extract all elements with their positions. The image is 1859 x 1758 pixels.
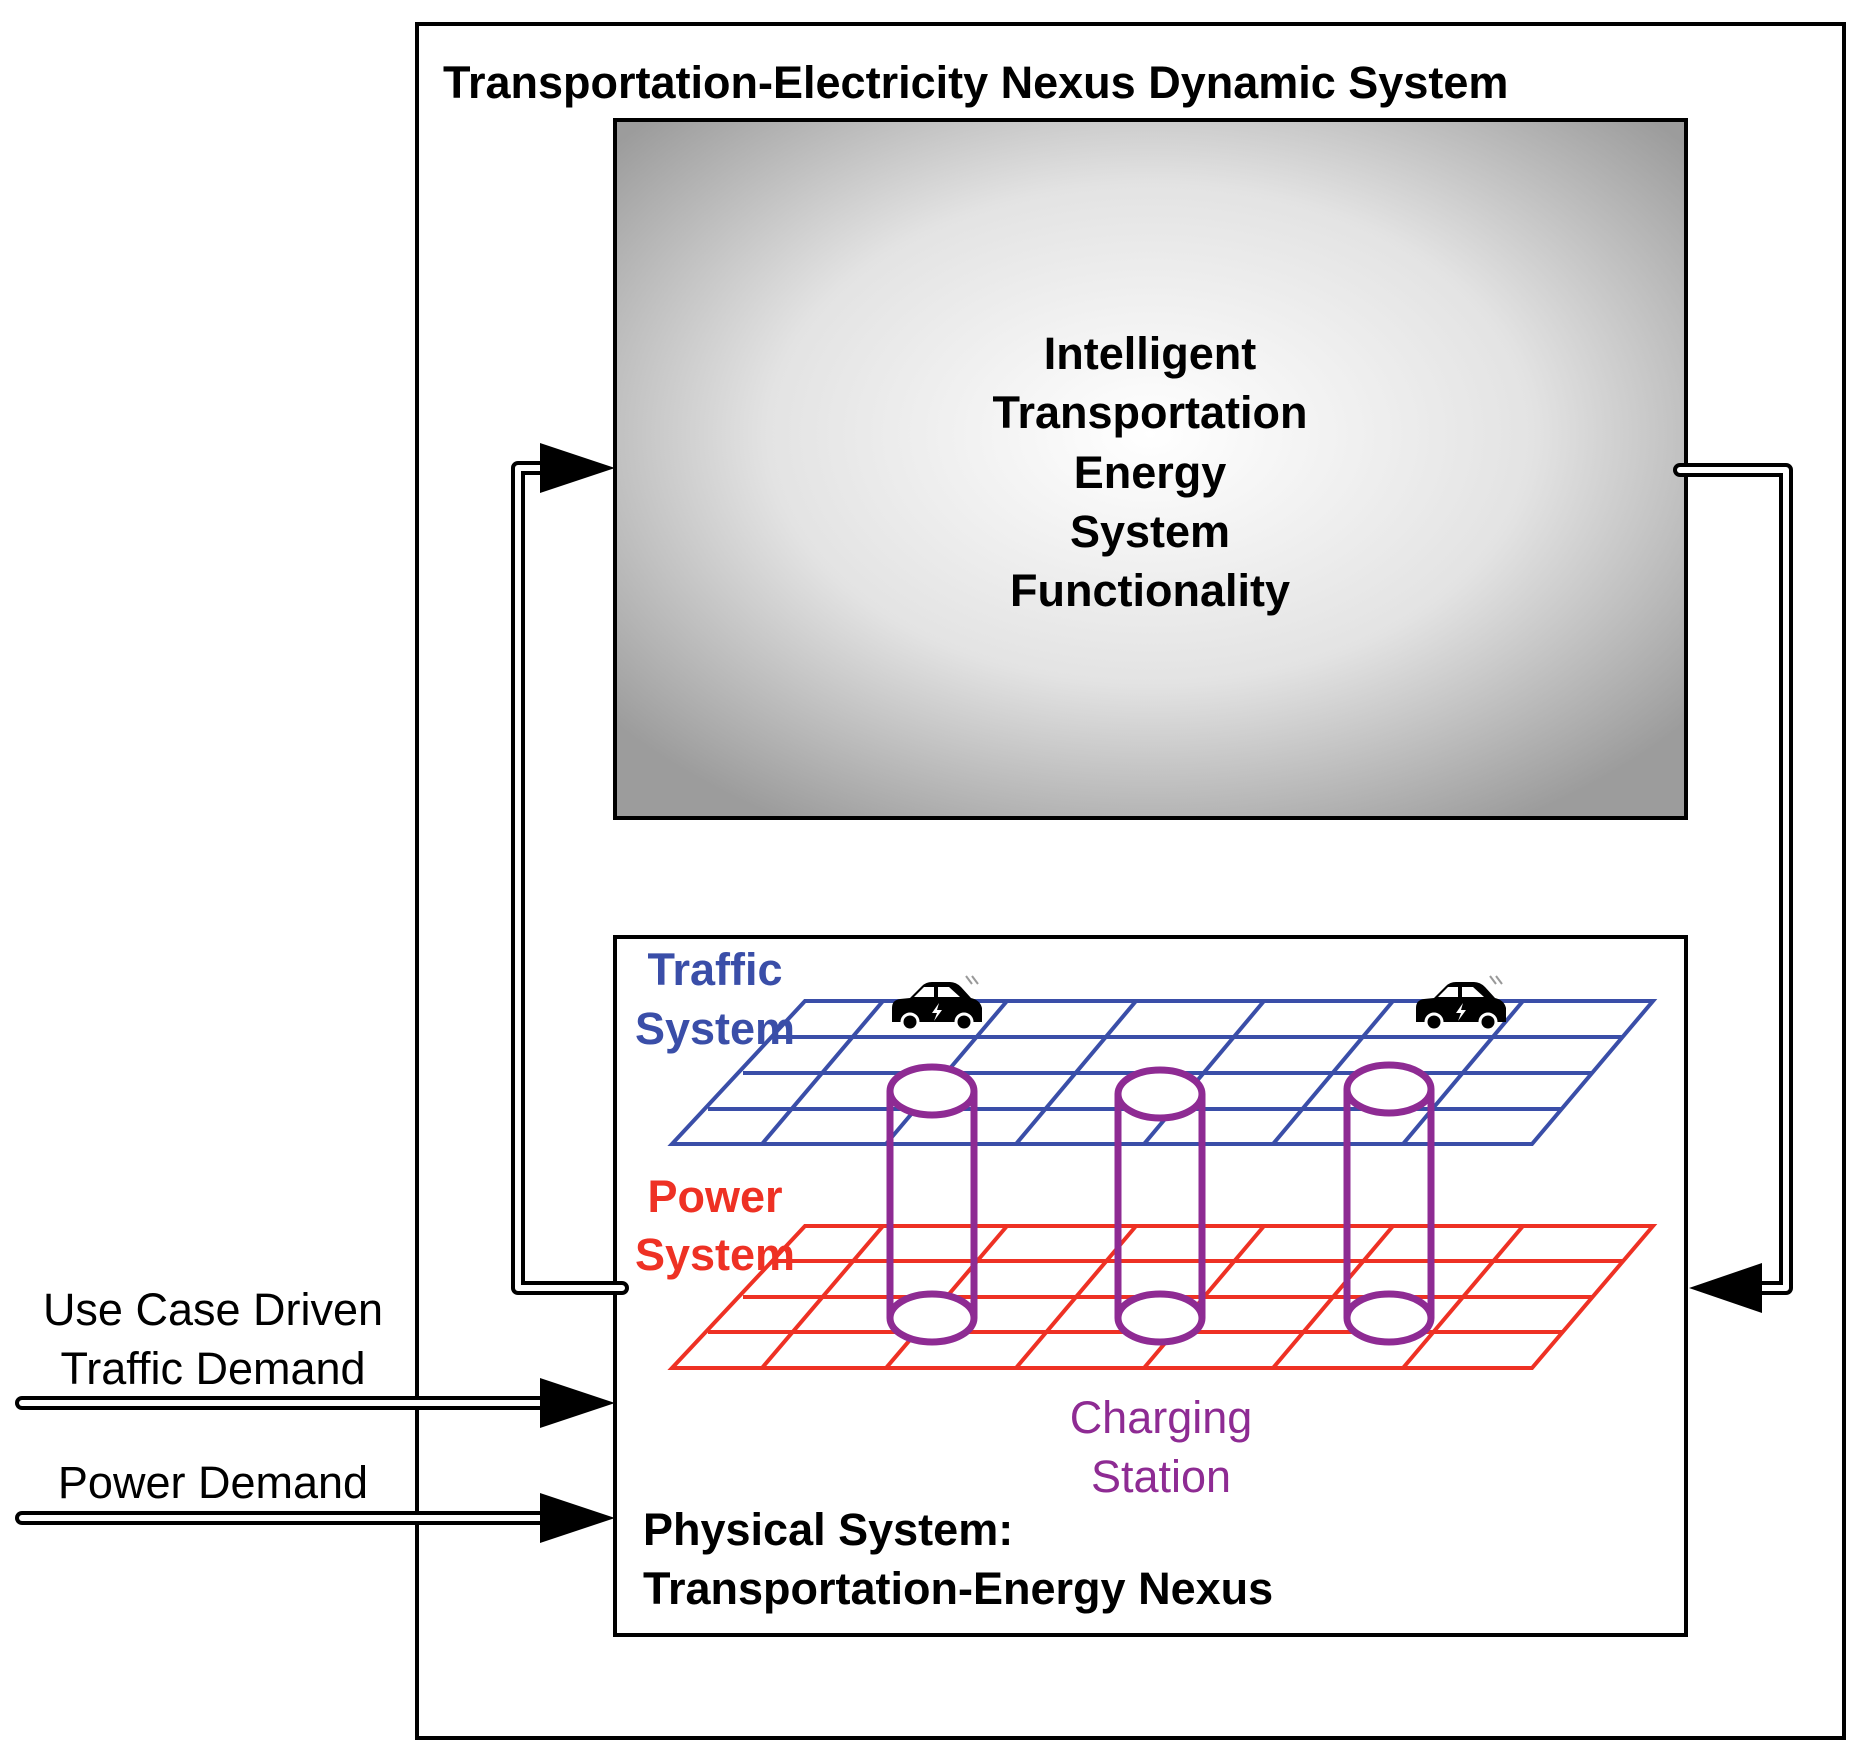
power-label-line-1: Power [647,1171,782,1222]
charging-station-3 [1343,1061,1435,1346]
functionality-line-5: Functionality [1010,565,1290,616]
power-demand-label: Power Demand [58,1457,368,1508]
physical-title-line-2: Transportation-Energy Nexus [643,1563,1273,1614]
physical-title-line-1: Physical System: [643,1504,1013,1555]
physical-system-title: Physical System: Transportation-Energy N… [643,1504,1273,1614]
feedback-arrow-right [1673,463,1793,1313]
functionality-line-4: System [1070,506,1230,557]
traffic-demand-line-1: Use Case Driven [43,1284,383,1335]
physical-system-box [613,935,1688,1637]
traffic-system-label: Traffic System [635,944,795,1054]
traffic-label-line-1: Traffic [647,944,782,995]
functionality-line-3: Energy [1074,447,1227,498]
power-label-line-2: System [635,1229,795,1280]
functionality-line-2: Transportation [992,387,1307,438]
traffic-demand-label: Use Case Driven Traffic Demand [43,1284,383,1394]
traffic-demand-arrow [15,1378,615,1428]
charging-label-line-2: Station [1091,1451,1231,1502]
charging-station-1 [886,1063,978,1346]
functionality-box [613,118,1688,820]
electric-car-icon [1416,975,1506,1032]
charging-station-label: Charging Station [1070,1392,1253,1502]
electric-car-icon [892,975,982,1032]
outer-title: Transportation-Electricity Nexus Dynamic… [443,57,1508,108]
power-system-label: Power System [635,1171,795,1280]
functionality-label: Intelligent Transportation Energy System… [992,328,1307,616]
outer-system-box [415,22,1846,1740]
traffic-label-line-2: System [635,1003,795,1054]
traffic-demand-line-2: Traffic Demand [60,1343,365,1394]
charging-label-line-1: Charging [1070,1392,1253,1443]
charging-station-2 [1114,1066,1206,1346]
feedback-arrow-left [511,443,629,1295]
power-demand-arrow [15,1493,615,1543]
functionality-line-1: Intelligent [1044,328,1257,379]
